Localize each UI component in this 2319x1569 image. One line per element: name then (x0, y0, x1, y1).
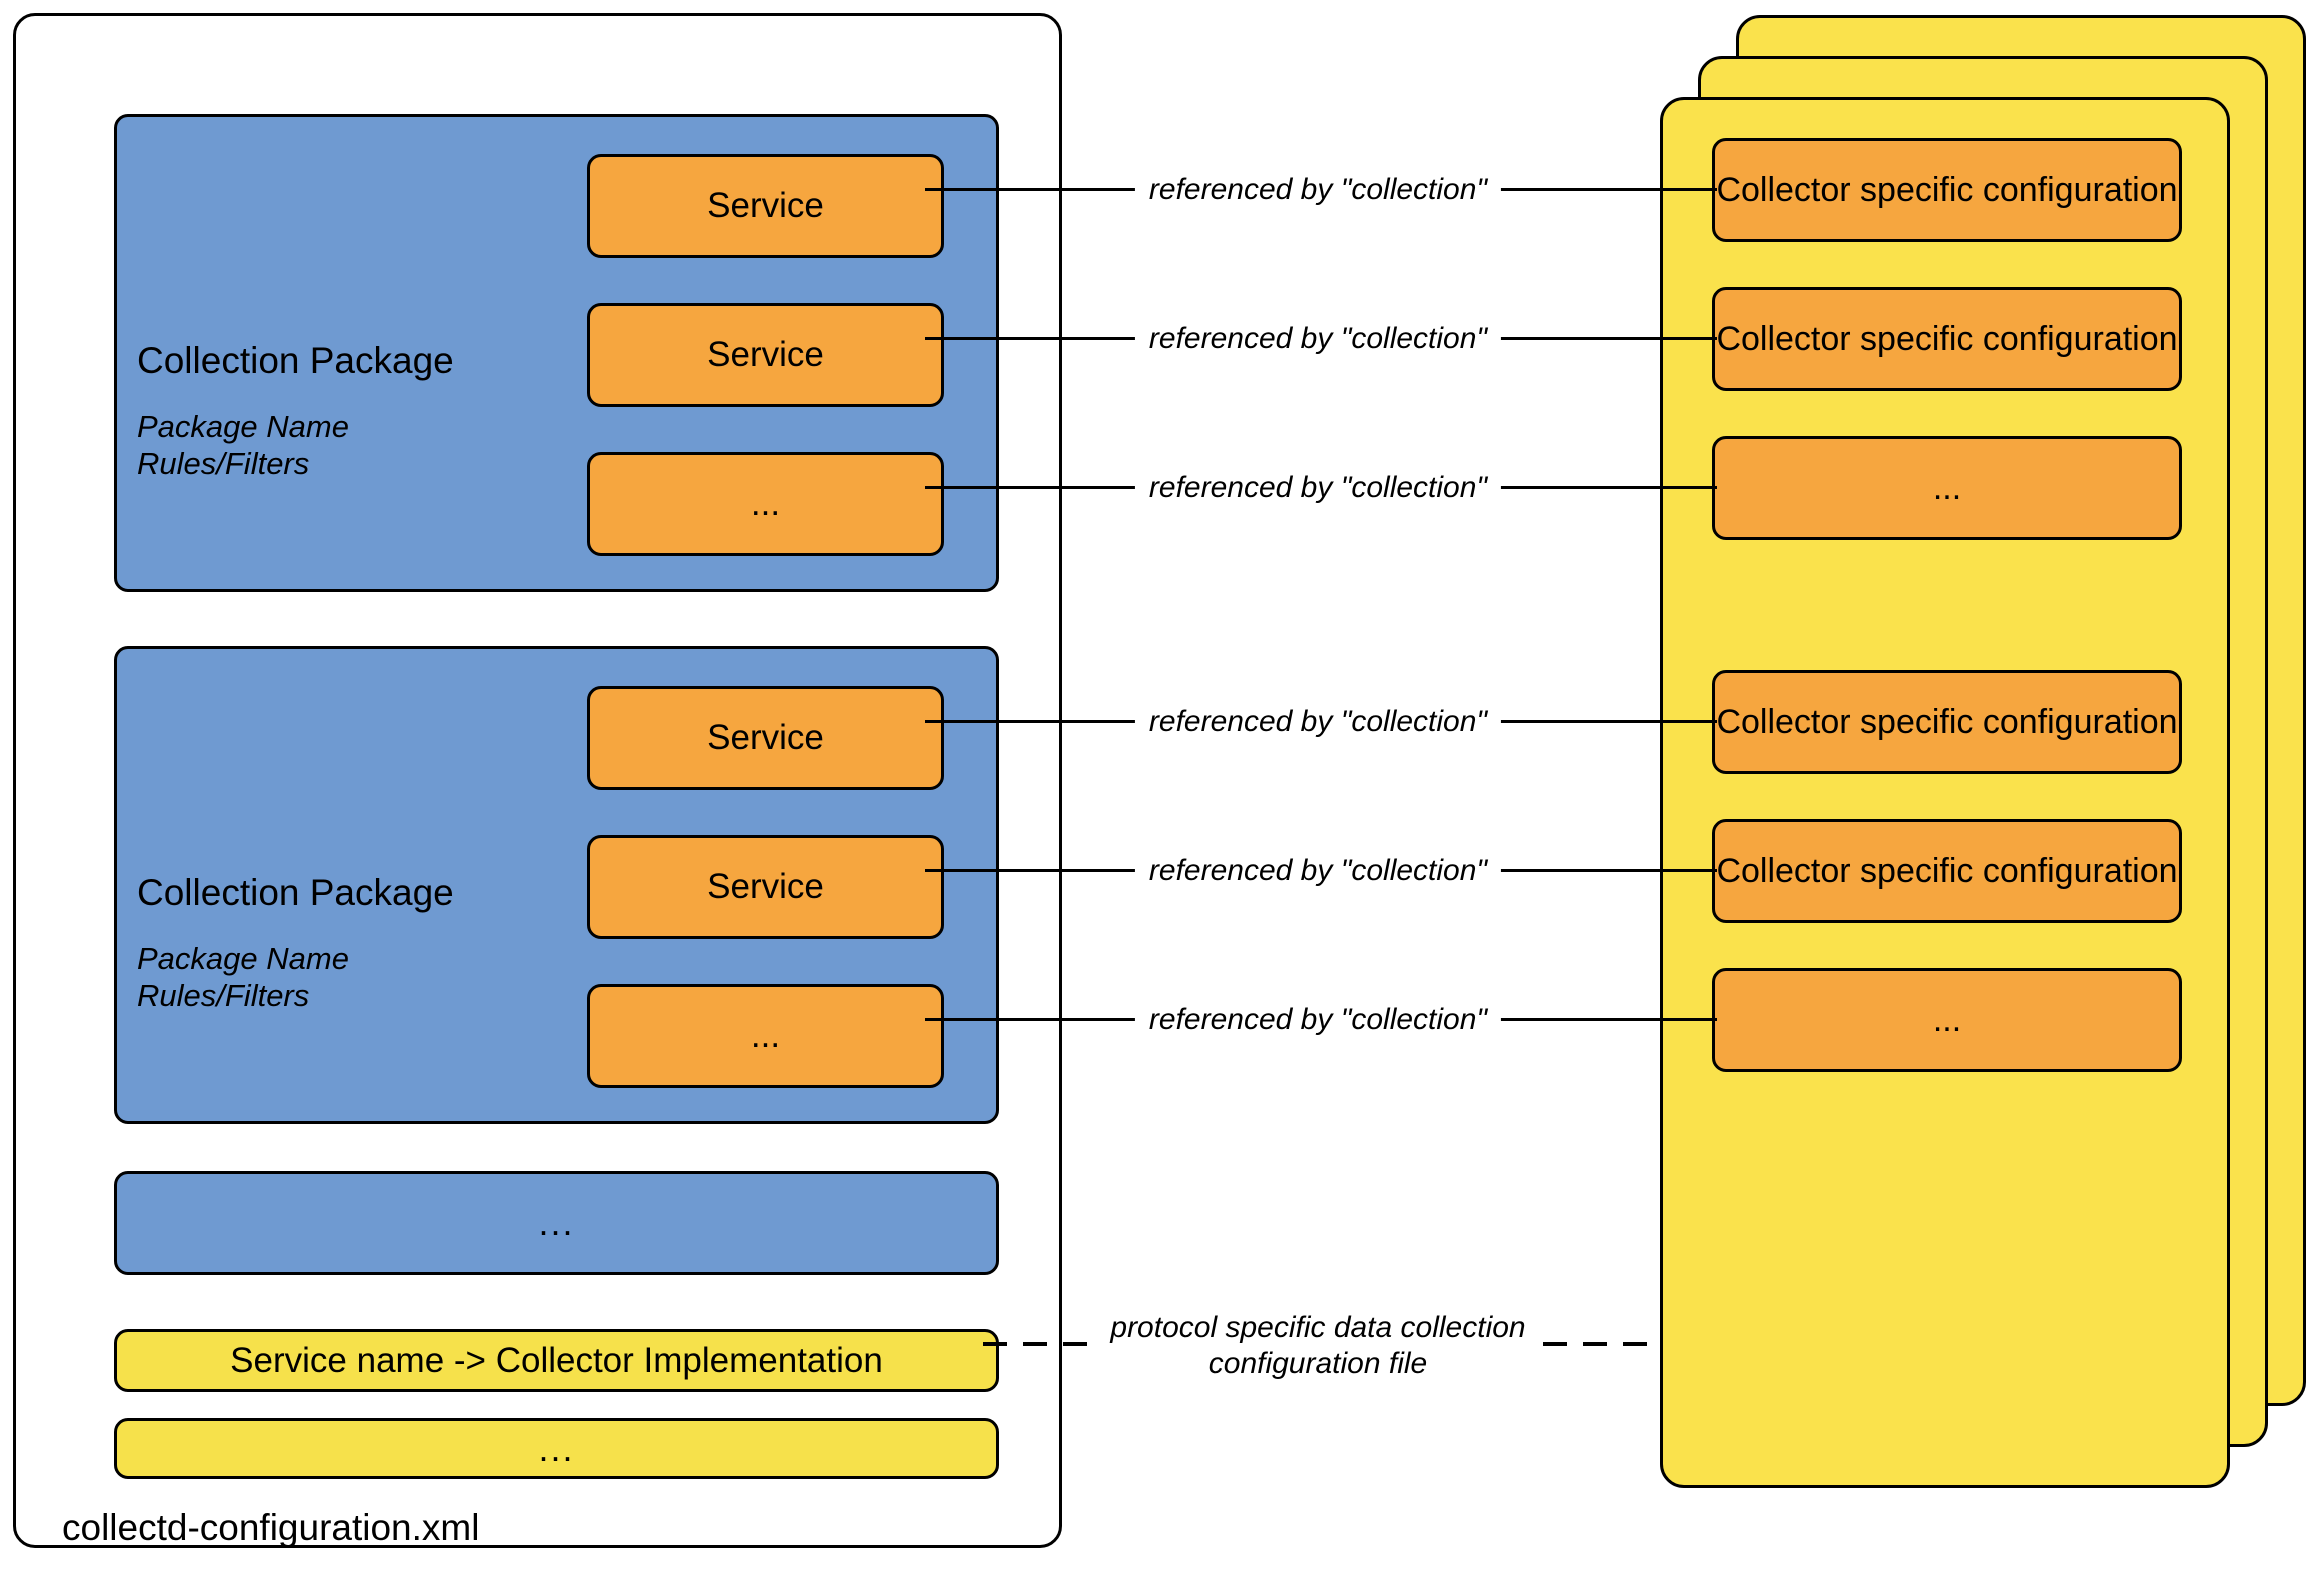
service-box-3: Service (587, 686, 944, 790)
protocol-file-note: protocol specific data collection config… (1098, 1308, 1538, 1384)
package-name-label: Package Name (137, 941, 349, 976)
collector-config-box-1: Collector specific configuration (1712, 138, 2182, 242)
collector-config-box-3: Collector specific configuration (1712, 670, 2182, 774)
collectd-config-filename: collectd-configuration.xml (62, 1507, 480, 1548)
protocol-file-note-line-1: protocol specific data collection (1110, 1311, 1526, 1344)
rules-filters-label: Rules/Filters (137, 978, 310, 1013)
service-box-1: Service (587, 154, 944, 258)
collector-config-box-2: Collector specific configuration (1712, 287, 2182, 391)
collector-config-box-4: Collector specific configuration (1712, 819, 2182, 923)
config-file-page-front: Collector specific configuration Collect… (1660, 97, 2230, 1488)
reference-line-label-1: referenced by "collection" (1134, 171, 1502, 209)
service-box-more-1: ... (587, 452, 944, 556)
reference-line-label-2: referenced by "collection" (1134, 320, 1502, 358)
package-title: Collection Package (137, 872, 454, 913)
collection-package-1: Collection Package Package Name Rules/Fi… (114, 114, 999, 592)
protocol-file-note-line-2: configuration file (1208, 1347, 1428, 1380)
service-box-more-2: ... (587, 984, 944, 1088)
collectd-config-container: Collection Package Package Name Rules/Fi… (13, 13, 1062, 1548)
collector-config-box-more-1: ... (1712, 436, 2182, 540)
service-box-4: Service (587, 835, 944, 939)
more-mappings-box: ... (114, 1418, 999, 1479)
service-box-2: Service (587, 303, 944, 407)
package-title: Collection Package (137, 340, 454, 381)
package-name-label: Package Name (137, 409, 349, 444)
reference-line-label-3: referenced by "collection" (1134, 469, 1502, 507)
rules-filters-label: Rules/Filters (137, 446, 310, 481)
reference-line-label-5: referenced by "collection" (1134, 852, 1502, 890)
reference-line-label-4: referenced by "collection" (1134, 703, 1502, 741)
collection-package-2: Collection Package Package Name Rules/Fi… (114, 646, 999, 1124)
reference-line-label-6: referenced by "collection" (1134, 1001, 1502, 1039)
collector-config-box-more-2: ... (1712, 968, 2182, 1072)
service-mapping-box: Service name -> Collector Implementation (114, 1329, 999, 1392)
more-packages-box: ... (114, 1171, 999, 1275)
